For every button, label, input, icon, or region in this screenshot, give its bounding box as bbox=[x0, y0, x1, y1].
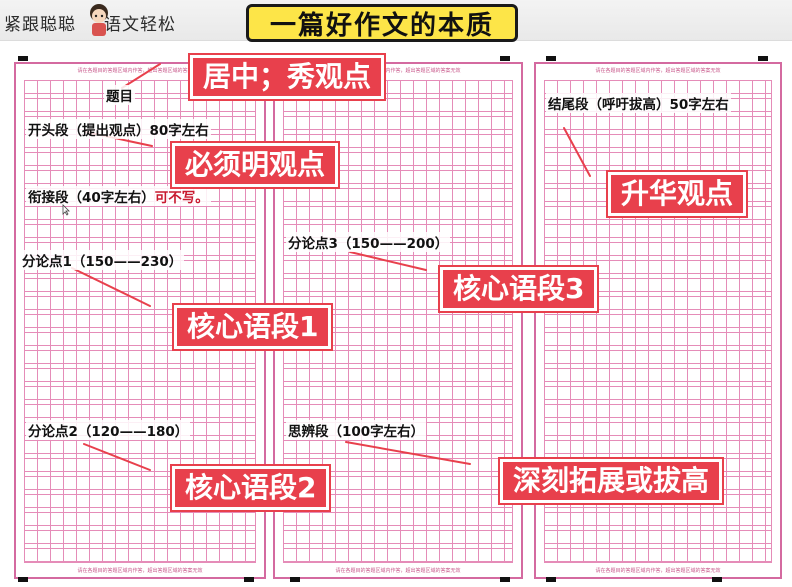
registration-mark bbox=[546, 577, 556, 582]
label-point1: 分论点1（150——230） bbox=[20, 250, 185, 270]
registration-mark bbox=[500, 56, 510, 61]
page-title: 一篇好作文的本质 bbox=[246, 4, 518, 42]
label-opening: 开头段（提出观点）80字左右 bbox=[26, 119, 211, 139]
registration-mark bbox=[758, 56, 768, 61]
brand-right: 语文轻松 bbox=[104, 15, 176, 35]
mouse-cursor-icon bbox=[62, 204, 70, 216]
sheet-footer-text: 请在各题目的答题区域内作答，超出答题区域的答案无效 bbox=[595, 568, 721, 574]
sheet-header-text: 请在各题目的答题区域内作答，超出答题区域的答案无效 bbox=[77, 68, 203, 74]
registration-mark bbox=[18, 577, 28, 582]
registration-mark bbox=[290, 577, 300, 582]
tag-clear-viewpoint: 必须明观点 bbox=[172, 143, 339, 187]
registration-mark bbox=[244, 577, 254, 582]
registration-mark bbox=[500, 577, 510, 582]
tag-elevate-viewpoint: 升华观点 bbox=[608, 172, 747, 216]
tag-center-viewpoint: 居中；秀观点 bbox=[190, 55, 385, 99]
label-point3: 分论点3（150——200） bbox=[286, 232, 451, 252]
sheet-footer-text: 请在各题目的答题区域内作答，超出答题区域的答案无效 bbox=[77, 568, 203, 574]
label-topic: 题目 bbox=[104, 85, 135, 105]
sheet-footer-text: 请在各题目的答题区域内作答，超出答题区域的答案无效 bbox=[335, 568, 461, 574]
label-point2: 分论点2（120——180） bbox=[26, 420, 191, 440]
registration-mark bbox=[18, 56, 28, 61]
label-reflection: 思辨段（100字左右） bbox=[286, 420, 427, 440]
registration-mark bbox=[712, 577, 722, 582]
tag-deepen-or-elevate: 深刻拓展或拔高 bbox=[500, 459, 723, 503]
tag-core-paragraph-2: 核心语段2 bbox=[172, 466, 330, 510]
label-transition: 衔接段（40字左右）可不写。 bbox=[26, 186, 211, 206]
label-transition-text: 衔接段（40字左右） bbox=[28, 190, 155, 206]
brand-left: 紧跟聪聪 bbox=[4, 15, 76, 35]
label-transition-note: 可不写。 bbox=[154, 190, 209, 206]
label-ending: 结尾段（呼吁拔高）50字左右 bbox=[546, 93, 731, 113]
brand-logo: 紧跟聪聪 语文轻松 bbox=[4, 10, 176, 35]
mascot-icon bbox=[90, 4, 108, 36]
tag-core-paragraph-1: 核心语段1 bbox=[174, 305, 332, 349]
tag-core-paragraph-3: 核心语段3 bbox=[440, 267, 598, 311]
registration-mark bbox=[546, 56, 556, 61]
sheet-header-text: 请在各题目的答题区域内作答，超出答题区域的答案无效 bbox=[335, 68, 461, 74]
sheet-header-text: 请在各题目的答题区域内作答，超出答题区域的答案无效 bbox=[595, 68, 721, 74]
